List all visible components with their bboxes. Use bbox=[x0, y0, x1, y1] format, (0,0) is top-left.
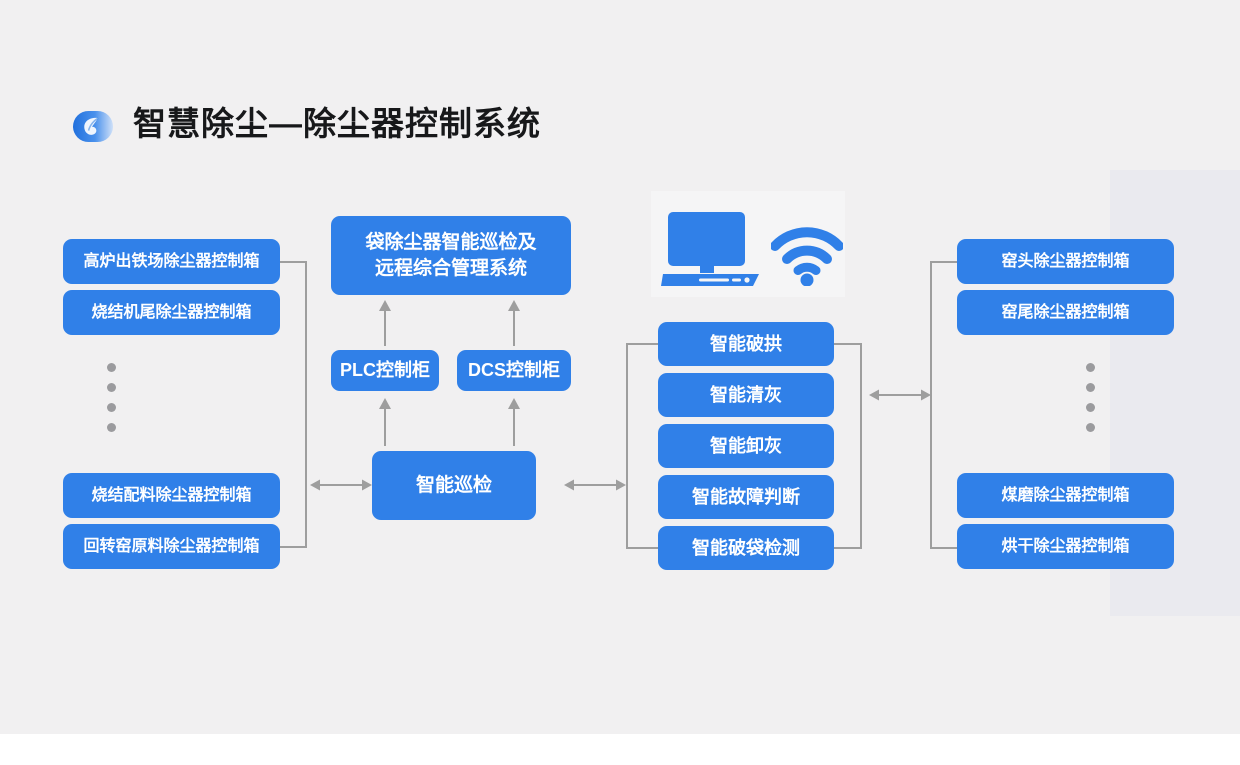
dcs-cabinet-box[interactable]: DCS控制柜 bbox=[457, 350, 571, 391]
function-box-3[interactable]: 智能卸灰 bbox=[658, 424, 834, 468]
function-box-5[interactable]: 智能破袋检测 bbox=[658, 526, 834, 570]
functions-to-right-arrow bbox=[869, 383, 931, 412]
plc-to-system-arrow bbox=[375, 300, 395, 351]
functions-left-bracket-spine bbox=[626, 343, 628, 549]
desktop-computer-icon bbox=[661, 212, 761, 291]
dot bbox=[1086, 423, 1095, 432]
dot bbox=[107, 363, 116, 372]
left-bracket-bottom-stub bbox=[280, 546, 307, 548]
right-box-4[interactable]: 烘干除尘器控制箱 bbox=[957, 524, 1174, 569]
left-bracket-spine bbox=[305, 261, 307, 548]
right-box-1[interactable]: 窑头除尘器控制箱 bbox=[957, 239, 1174, 284]
page-title: 智慧除尘—除尘器控制系统 bbox=[133, 105, 541, 142]
functions-right-bracket-bottom-stub bbox=[832, 547, 862, 549]
inspection-to-dcs-arrow bbox=[504, 398, 524, 451]
right-box-2[interactable]: 窑尾除尘器控制箱 bbox=[957, 290, 1174, 335]
center-to-functions-arrow bbox=[564, 473, 626, 502]
functions-right-bracket-spine bbox=[860, 343, 862, 549]
dcs-to-system-arrow bbox=[504, 300, 524, 351]
background-surface bbox=[0, 0, 1240, 734]
dot bbox=[107, 383, 116, 392]
system-box-line-2: 远程综合管理系统 bbox=[374, 257, 527, 279]
left-box-1[interactable]: 高炉出铁场除尘器控制箱 bbox=[63, 239, 280, 284]
functions-right-bracket-top-stub bbox=[832, 343, 862, 345]
system-box-line-1: 袋除尘器智能巡检及 bbox=[365, 231, 537, 253]
intelligent-inspection-box[interactable]: 智能巡检 bbox=[372, 451, 536, 520]
functions-left-bracket-bottom-stub bbox=[626, 547, 660, 549]
right-ellipsis-dots bbox=[1086, 363, 1095, 432]
dot bbox=[1086, 403, 1095, 412]
function-box-4[interactable]: 智能故障判断 bbox=[658, 475, 834, 519]
inspection-to-plc-arrow bbox=[375, 398, 395, 451]
right-bracket-top-stub bbox=[930, 261, 959, 263]
company-logo-icon bbox=[69, 105, 117, 147]
dot bbox=[1086, 383, 1095, 392]
left-to-center-arrow bbox=[310, 473, 372, 502]
left-box-4[interactable]: 回转窑原料除尘器控制箱 bbox=[63, 524, 280, 569]
left-box-2[interactable]: 烧结机尾除尘器控制箱 bbox=[63, 290, 280, 335]
functions-left-bracket-top-stub bbox=[626, 343, 660, 345]
system-management-box[interactable]: 袋除尘器智能巡检及 远程综合管理系统 bbox=[331, 216, 571, 295]
plc-cabinet-box[interactable]: PLC控制柜 bbox=[331, 350, 439, 391]
right-box-3[interactable]: 煤磨除尘器控制箱 bbox=[957, 473, 1174, 518]
right-bracket-spine bbox=[930, 261, 932, 549]
dot bbox=[107, 403, 116, 412]
right-bracket-bottom-stub bbox=[930, 547, 959, 549]
left-bracket-top-stub bbox=[280, 261, 307, 263]
function-box-2[interactable]: 智能清灰 bbox=[658, 373, 834, 417]
left-ellipsis-dots bbox=[107, 363, 116, 432]
wifi-signal-icon bbox=[770, 224, 844, 291]
left-box-3[interactable]: 烧结配料除尘器控制箱 bbox=[63, 473, 280, 518]
dot bbox=[1086, 363, 1095, 372]
function-box-1[interactable]: 智能破拱 bbox=[658, 322, 834, 366]
dot bbox=[107, 423, 116, 432]
